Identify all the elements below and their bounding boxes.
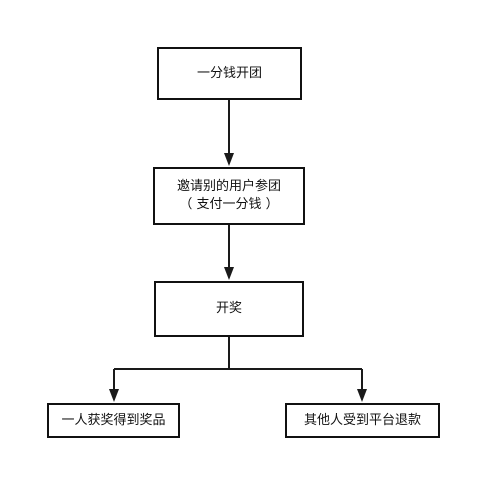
arrowhead-refund	[357, 389, 367, 402]
arrowhead-win	[109, 389, 119, 402]
node-start-group-label: 一分钱开团	[196, 65, 262, 81]
node-start-group: 一分钱开团	[157, 47, 302, 100]
node-draw: 开奖	[154, 281, 304, 337]
node-invite-users-line2: （ 支付一分钱 ）	[179, 197, 279, 212]
arrowhead-invite	[224, 153, 234, 166]
node-winner-label: 一人获奖得到奖品	[61, 412, 166, 428]
node-draw-label: 开奖	[215, 301, 242, 316]
node-invite-users-line1: 邀请别的用户参团	[176, 179, 281, 194]
node-invite-users: 邀请别的用户参团 （ 支付一分钱 ）	[153, 167, 305, 225]
node-refund: 其他人受到平台退款	[285, 403, 440, 438]
arrowhead-draw	[224, 267, 234, 280]
node-winner: 一人获奖得到奖品	[47, 403, 180, 438]
node-refund-label: 其他人受到平台退款	[303, 412, 421, 428]
